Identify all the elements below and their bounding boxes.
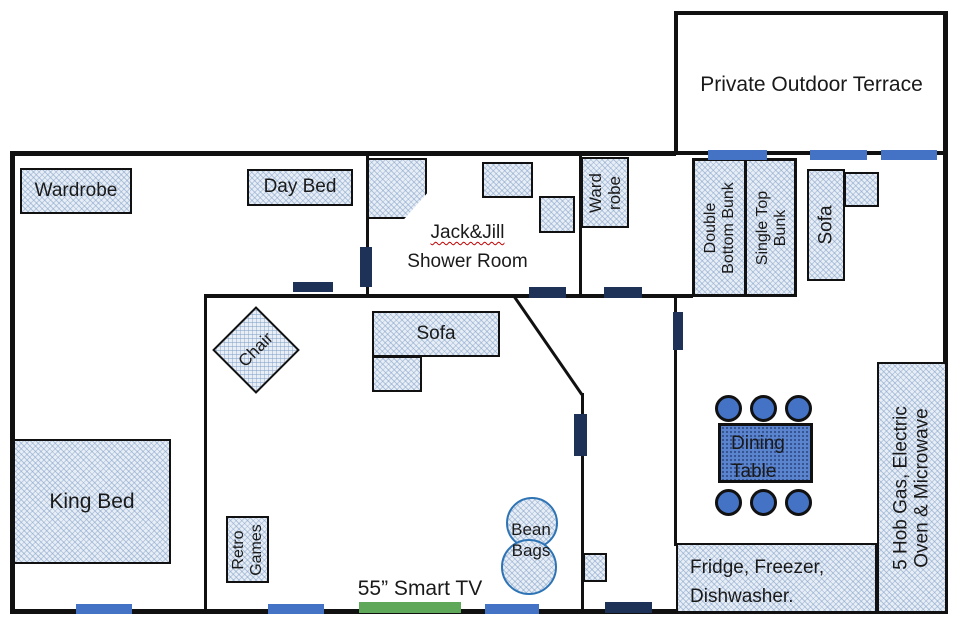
dining-chair-2 [750, 395, 777, 422]
window-terrace-3 [881, 150, 937, 160]
day-bed: Day Bed [247, 169, 353, 206]
window-terrace-2 [810, 150, 867, 160]
retro-games: Retro Games [226, 516, 269, 583]
dining-table-label: Dining Table [731, 433, 785, 482]
wardrobe-main: Wardrobe [20, 168, 132, 214]
wall-shower-right [579, 155, 582, 297]
chair-label: Chair [234, 328, 277, 371]
door-living-to-hall [574, 414, 587, 456]
shower-room-label: Jack&Jill Shower Room [385, 219, 550, 276]
door-entrance [605, 602, 652, 613]
wall-hallway-left [581, 393, 584, 613]
dining-chair-5 [750, 489, 777, 516]
shower-room-name: Jack&Jill [430, 222, 505, 243]
bunk-room-sofa-label: Sofa [815, 205, 837, 245]
dining-chair-1 [715, 395, 742, 422]
wall-shower-left [366, 155, 369, 297]
wall-right [943, 11, 948, 614]
window-living-1 [268, 604, 324, 614]
shower-room-type: Shower Room [407, 250, 528, 272]
door-king-to-living [293, 282, 333, 292]
door-dining-to-hall [673, 312, 683, 350]
shower-cubicle [367, 158, 427, 219]
day-bed-label: Day Bed [263, 176, 337, 198]
dining-chair-3 [785, 395, 812, 422]
bean-bags-label: Bean Bags [511, 520, 551, 561]
living-sofa: Sofa [372, 311, 500, 357]
door-king-to-shower [360, 247, 372, 287]
wall-diagonal [512, 295, 584, 396]
living-sofa-chaise [372, 356, 422, 392]
living-sofa-label: Sofa [416, 322, 456, 344]
bunk-room-sofa-arm [844, 172, 879, 207]
bunk-double-bottom: Double Bottom Bunk [701, 181, 737, 274]
dining-chair-6 [785, 489, 812, 516]
hob-oven-microwave: 5 Hob Gas, Electric Oven & Microwave [877, 362, 947, 613]
toilet [539, 196, 575, 233]
wall-kitchen-left [674, 294, 677, 546]
wall-kingroom-vertical [204, 294, 207, 613]
retro-games-label: Retro Games [229, 523, 265, 576]
hall-cupboard [583, 553, 607, 582]
terrace-outline [674, 11, 947, 155]
king-bed: King Bed [13, 439, 171, 564]
wall-top [10, 151, 676, 156]
bunk-wardrobe: Ward robe [581, 157, 629, 228]
window-terrace-1 [708, 150, 767, 160]
fridge-label: Fridge, Freezer, Dishwasher. [690, 557, 825, 608]
wall-bottom [10, 609, 948, 614]
window-king-room [76, 604, 132, 614]
window-living-2 [485, 604, 539, 614]
dining-chair-4 [715, 489, 742, 516]
chair: Chair [212, 306, 300, 394]
bunk-wardrobe-label: Ward robe [585, 172, 624, 213]
wall-middle-horizontal [204, 294, 693, 298]
door-shower-to-hall [529, 287, 566, 298]
dining-table: Dining Table [718, 423, 813, 483]
fridge-freezer-dishwasher: Fridge, Freezer, Dishwasher. [676, 543, 877, 613]
wardrobe-main-label: Wardrobe [34, 179, 118, 201]
bunk-beds-unit: Double Bottom Bunk Single Top Bunk [692, 158, 797, 297]
hob-label: 5 Hob Gas, Electric Oven & Microwave [890, 405, 933, 570]
bunk-single-top: Single Top Bunk [744, 161, 797, 294]
king-bed-label: King Bed [49, 489, 135, 513]
terrace-label: Private Outdoor Terrace [700, 73, 923, 96]
tv-stand-bar [359, 602, 461, 613]
door-bunkroom-to-hall [604, 287, 642, 298]
bean-bag-bottom [501, 539, 557, 595]
sink [482, 162, 533, 198]
smart-tv-label: 55” Smart TV [357, 577, 483, 600]
bunk-room-sofa: Sofa [807, 169, 845, 281]
wall-left [10, 151, 15, 613]
